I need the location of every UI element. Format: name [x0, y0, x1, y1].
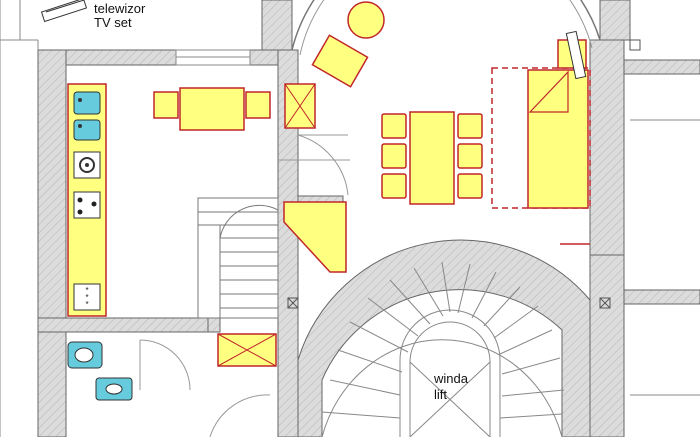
- stair-arc-wall: [297, 239, 591, 437]
- sink-icon: [73, 119, 101, 141]
- oven-icon: * * *: [73, 283, 101, 311]
- toilet-icon: [67, 341, 103, 369]
- hob-icon: [73, 191, 101, 219]
- svg-text:*: *: [85, 293, 88, 302]
- inner-staircase: [197, 197, 279, 319]
- column-markers: [287, 39, 641, 309]
- sink-icon: [73, 91, 101, 115]
- bed: [491, 39, 591, 209]
- armchair: [311, 1, 385, 88]
- lift-label-en: lift: [434, 387, 447, 402]
- stove-top-icon: [73, 151, 101, 179]
- spiral-staircase: [321, 261, 565, 437]
- oven-label: *: [85, 286, 88, 295]
- tv-set-icon: [40, 0, 88, 23]
- corner-desk: [283, 201, 347, 273]
- tv-label-en: TV set: [94, 15, 132, 30]
- tv-set-icon: [565, 30, 587, 80]
- dining-set-left: [153, 87, 271, 131]
- door-swings: [139, 134, 350, 437]
- tv-label-pl: telewizor: [94, 1, 146, 16]
- walls: [37, 0, 700, 437]
- svg-text:*: *: [85, 300, 88, 309]
- lift-label-pl: winda: [433, 371, 469, 386]
- washbasin-icon: [95, 377, 133, 401]
- dining-set-right: [381, 111, 483, 205]
